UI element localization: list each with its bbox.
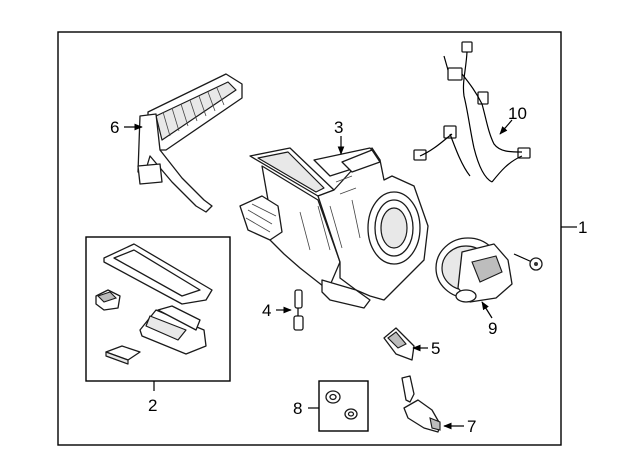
seal-ring-large[interactable]: [325, 390, 341, 404]
seal-ring-small[interactable]: [344, 408, 358, 420]
callout-4: 4: [262, 301, 271, 320]
blower-motor[interactable]: [435, 237, 513, 303]
mounting-screw[interactable]: [513, 253, 543, 271]
damper-bracket[interactable]: [383, 327, 415, 361]
callout-9: 9: [488, 319, 497, 338]
leader-9: [481, 301, 493, 319]
callout-8: 8: [293, 399, 302, 418]
callout-1: 1: [578, 218, 587, 237]
leader-10: [499, 119, 513, 135]
filter-pad[interactable]: [105, 345, 141, 365]
filter-clip[interactable]: [95, 289, 121, 311]
evaporator-core[interactable]: [137, 73, 243, 213]
callout-2: 2: [148, 396, 157, 415]
wiring-harness[interactable]: [413, 41, 531, 183]
filter-housing-cover[interactable]: [139, 305, 207, 355]
actuator-pin[interactable]: [293, 289, 304, 331]
filter-kit-box: [85, 236, 231, 382]
assembly-frame: [57, 31, 562, 446]
hvac-case[interactable]: [239, 147, 429, 309]
callout-7: 7: [467, 417, 476, 436]
seal-kit-box: [318, 380, 369, 432]
callout-10: 10: [508, 104, 527, 123]
temperature-sensor[interactable]: [401, 375, 441, 433]
callout-5: 5: [431, 339, 440, 358]
callout-3: 3: [334, 118, 343, 137]
callout-6: 6: [110, 118, 119, 137]
cabin-filter-gasket[interactable]: [103, 243, 213, 305]
